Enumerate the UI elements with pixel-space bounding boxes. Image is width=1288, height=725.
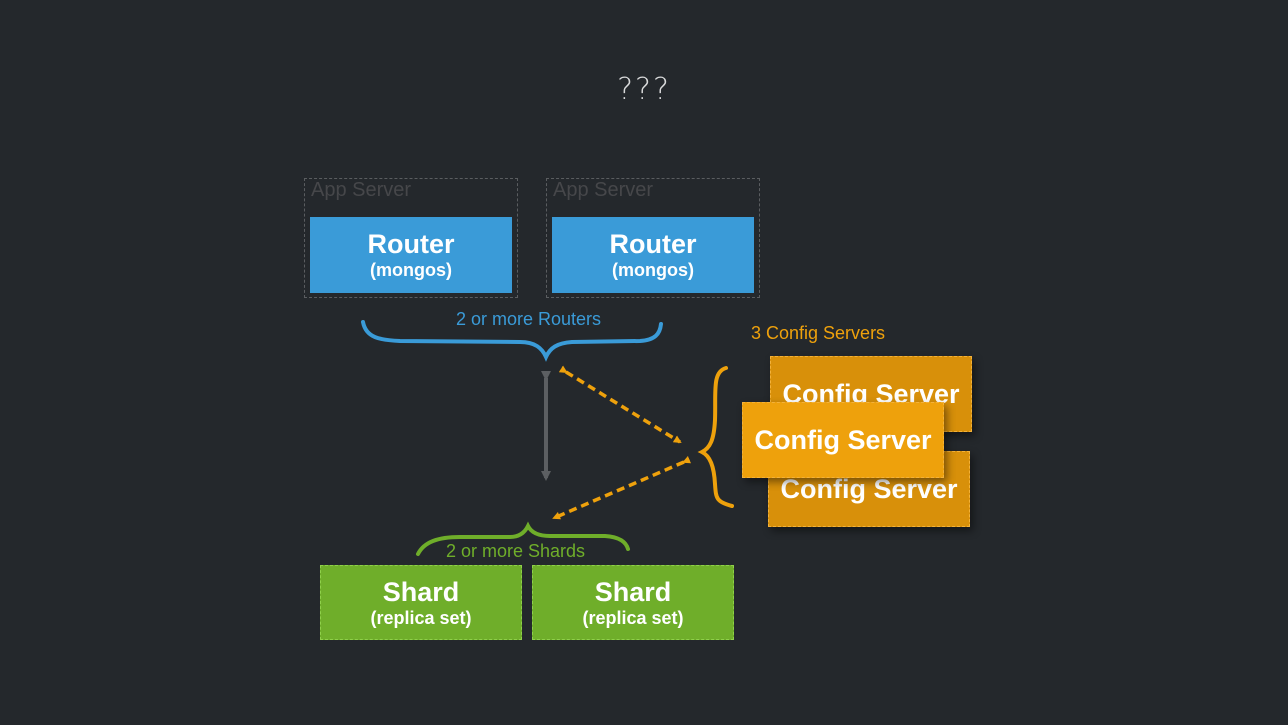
app-server-label: App Server	[553, 179, 654, 201]
slide-title: ???	[617, 72, 671, 107]
shard-title: Shard	[594, 576, 672, 607]
shard-subtitle: (replica set)	[370, 607, 472, 628]
config-server-label: Config Server	[754, 425, 932, 455]
shard-box-2: Shard (replica set)	[532, 565, 734, 640]
app-server-label: App Server	[311, 179, 412, 201]
routers-caption: 2 or more Routers	[456, 309, 602, 329]
shards-brace	[416, 521, 630, 556]
router-config-arrow	[558, 365, 682, 444]
router-title: Router	[609, 229, 697, 259]
router-title: Router	[367, 229, 455, 259]
shard-title: Shard	[382, 576, 460, 607]
shards-caption: 2 or more Shards	[446, 541, 586, 561]
app-server-1: App Server	[304, 178, 518, 298]
shard-subtitle: (replica set)	[582, 607, 684, 628]
config-caption: 3 Config Servers	[751, 323, 886, 343]
config-server-box-front: Config Server	[742, 402, 944, 478]
app-server-2: App Server	[546, 178, 760, 298]
router-box-1: Router (mongos)	[310, 217, 512, 293]
config-shard-arrow	[552, 455, 692, 520]
routers-brace	[361, 320, 663, 362]
config-brace	[697, 366, 734, 508]
shard-box-1: Shard (replica set)	[320, 565, 522, 640]
config-server-label: Config Server	[780, 474, 958, 504]
router-subtitle: (mongos)	[370, 260, 452, 280]
router-subtitle: (mongos)	[612, 260, 694, 280]
router-box-2: Router (mongos)	[552, 217, 754, 293]
